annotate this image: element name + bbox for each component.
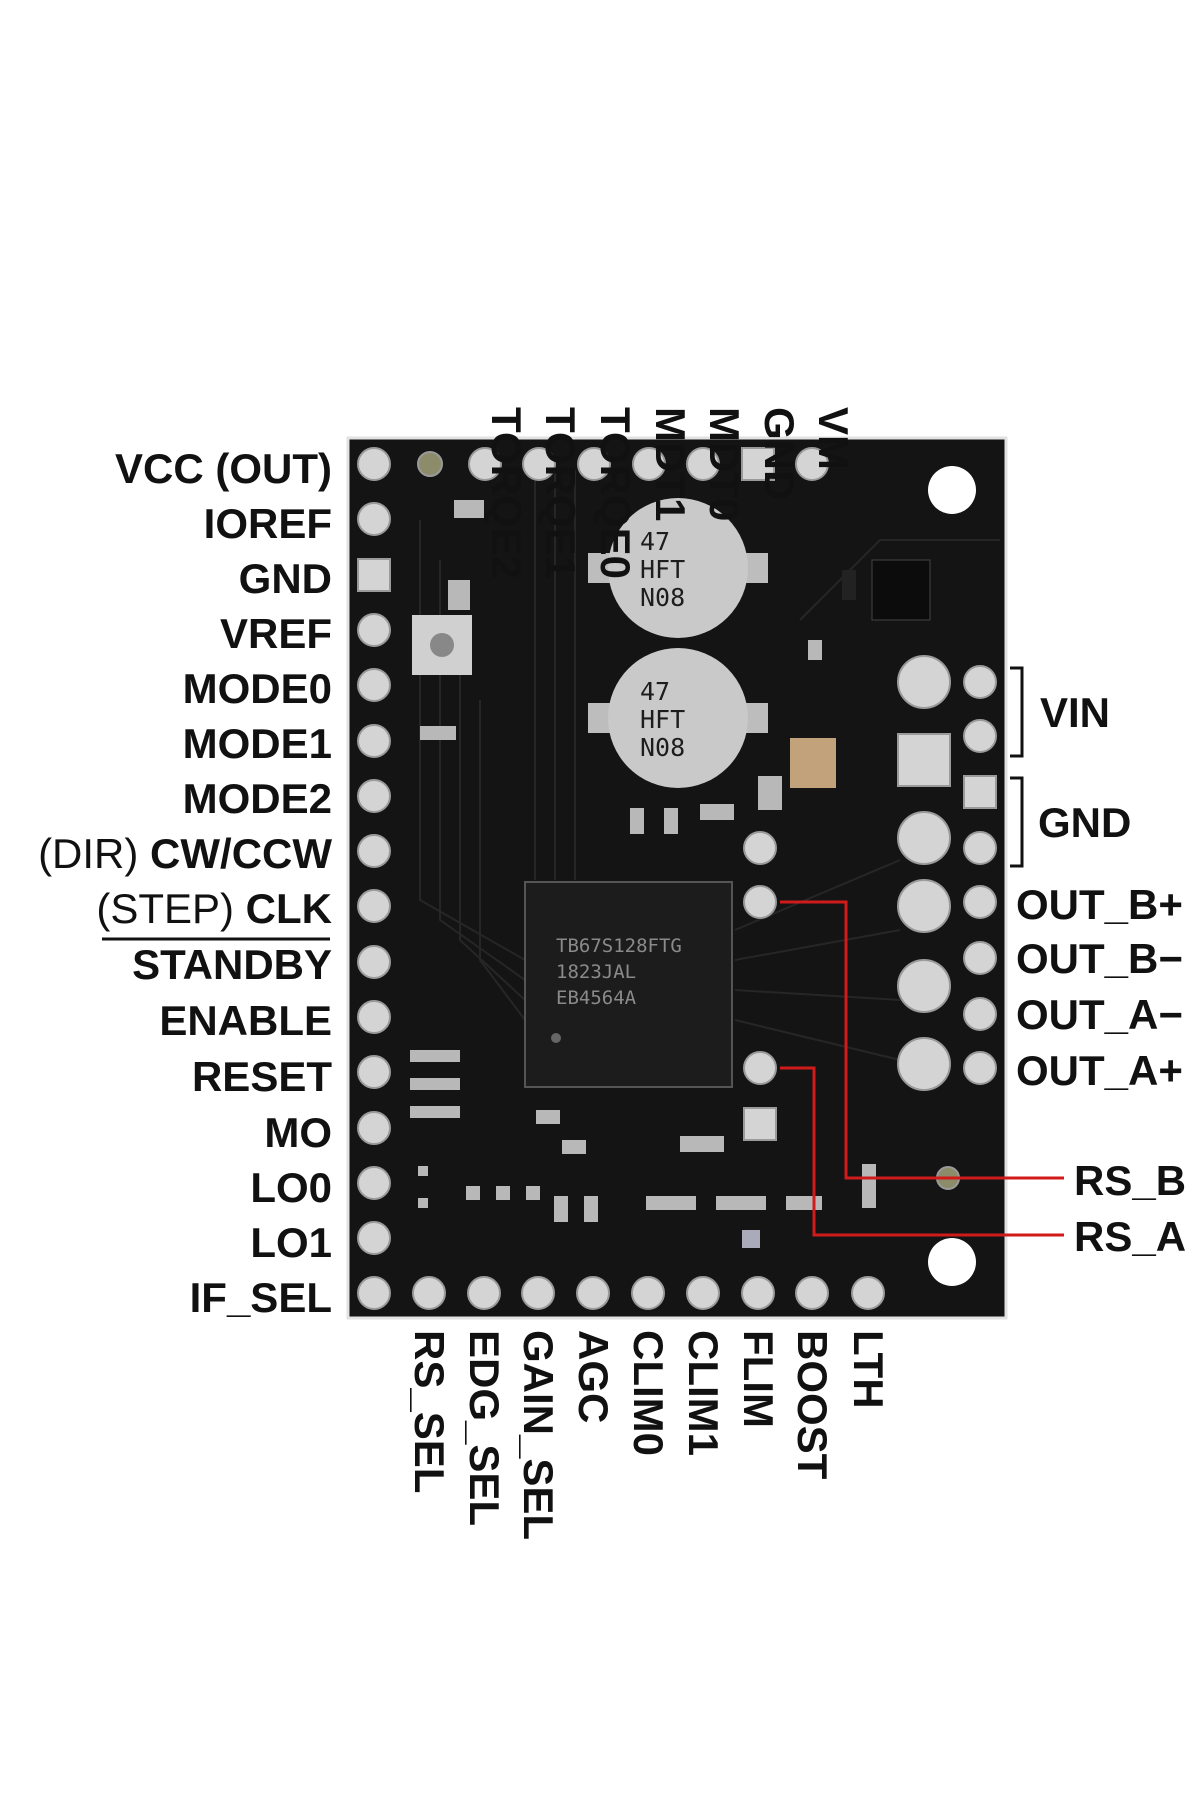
svg-text:47: 47: [640, 527, 670, 556]
pcb-traces: [419, 470, 1000, 1061]
pin-label-gnd-right: GND: [1038, 799, 1132, 846]
pin-label-vref: VREF: [219, 610, 332, 657]
pin-label-flim: FLIM: [735, 1330, 782, 1428]
rs-test-pads: [743, 831, 960, 1190]
pin-label-out-b-plus: OUT_B+: [1016, 881, 1183, 928]
top-pin-pads: [417, 447, 829, 481]
pin-label-mode1: MODE1: [182, 720, 332, 767]
pin-label-enable: ENABLE: [159, 997, 332, 1044]
capacitor-bottom: 47 HFT N08: [588, 648, 768, 788]
pin-label-torqe1: TORQE1: [537, 407, 584, 579]
mounting-hole-top: [928, 466, 976, 514]
chip-pin1-dot: [551, 1033, 561, 1043]
pin-label-mo: MO: [264, 1109, 332, 1156]
pin-label-vm: VM: [810, 407, 857, 470]
smd-components: [410, 500, 931, 1248]
pin-label-gnd-left: GND: [238, 555, 332, 602]
driver-ic-chip: [524, 881, 733, 1088]
pin-label-gain-sel: GAIN_SEL: [515, 1330, 562, 1541]
pin-label-lth: LTH: [845, 1330, 892, 1409]
pin-label-clk: (STEP) CLK: [96, 888, 332, 930]
mounting-hole-bottom: [928, 1238, 976, 1286]
pin-label-vin: VIN: [1040, 689, 1111, 736]
pin-label-step: (STEP): [96, 885, 234, 932]
pin-label-out-b-minus: OUT_B−: [1016, 935, 1183, 982]
callout-lines: [780, 900, 1064, 1237]
pin-label-out-a-minus: OUT_A−: [1016, 991, 1183, 1038]
capacitor-top: 47 HFT N08: [588, 498, 768, 638]
pin-label-mdt1: MDT1: [647, 407, 694, 522]
svg-text:N08: N08: [640, 583, 685, 612]
right-power-pads: [897, 655, 997, 1091]
pin-label-out-a-plus: OUT_A+: [1016, 1047, 1183, 1094]
pin-label-standby: STANDBY: [132, 941, 332, 988]
pin-label-agc: AGC: [570, 1330, 617, 1424]
pin-label-dir: (DIR): [38, 830, 139, 877]
pin-label-cw-ccw-text: CW/CCW: [150, 830, 332, 877]
pin-label-mdt0: MDT0: [701, 407, 748, 522]
pin-label-gnd-top: GND: [756, 407, 803, 501]
pin-label-mode0: MODE0: [182, 665, 332, 712]
pin-label-mode2: MODE2: [182, 775, 332, 822]
pin-label-ioref: IOREF: [203, 500, 332, 547]
pin-label-boost: BOOST: [789, 1330, 836, 1480]
pin-label-rs-sel: RS_SEL: [406, 1330, 453, 1494]
bottom-pin-pads: [412, 1276, 885, 1310]
pin-label-clim1: CLIM1: [680, 1330, 727, 1456]
pin-label-lo1: LO1: [250, 1219, 332, 1266]
pin-label-rs-b: RS_B: [1074, 1157, 1187, 1204]
pin-label-torqe0: TORQE0: [592, 407, 639, 579]
pin-brackets: [1010, 666, 1024, 868]
svg-text:HFT: HFT: [640, 555, 685, 584]
pin-label-clim0: CLIM0: [625, 1330, 672, 1456]
chip-marking-2: 1823JAL: [556, 961, 636, 983]
pin-label-rs-a: RS_A: [1074, 1213, 1187, 1260]
pin-label-vcc-out: VCC (OUT): [115, 445, 332, 492]
pin-label-edg-sel: EDG_SEL: [461, 1330, 508, 1527]
svg-text:47: 47: [640, 677, 670, 706]
pin-label-reset: RESET: [191, 1053, 332, 1100]
svg-text:N08: N08: [640, 733, 685, 762]
left-pin-pads: [357, 447, 391, 1310]
svg-text:HFT: HFT: [640, 705, 685, 734]
pin-label-clk-text: CLK: [245, 885, 332, 932]
chip-marking-1: TB67S128FTG: [556, 935, 682, 957]
chip-marking-3: EB4564A: [556, 987, 637, 1009]
pin-label-if-sel: IF_SEL: [189, 1274, 332, 1321]
pin-label-torqe2: TORQE2: [483, 407, 530, 579]
pin-label-lo0: LO0: [250, 1164, 332, 1211]
pin-label-cw-ccw: (DIR) CW/CCW: [38, 833, 332, 875]
